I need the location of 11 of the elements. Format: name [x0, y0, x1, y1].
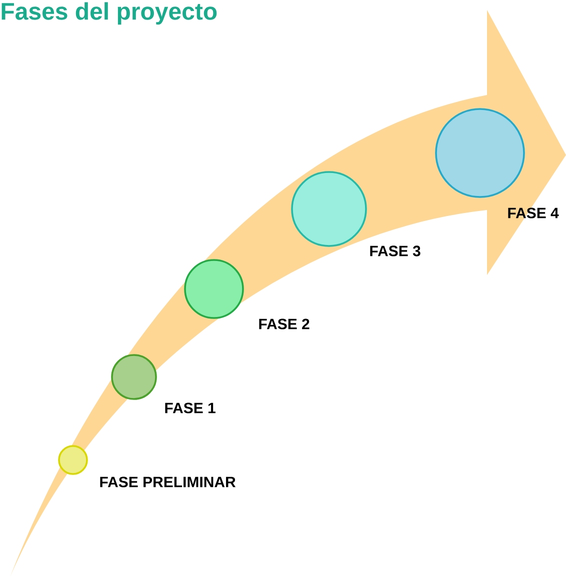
phase-label: FASE PRELIMINAR [100, 476, 236, 488]
phase-circle [111, 354, 157, 400]
phase-circle [435, 108, 525, 198]
phase-label: FASE 1 [165, 402, 216, 414]
phase-circle [184, 259, 244, 319]
phase-circle [291, 171, 367, 247]
phase-circle [58, 445, 88, 475]
phase-label: FASE 2 [259, 318, 310, 330]
title: Fases del proyecto [2, 2, 217, 25]
phase-label: FASE 3 [370, 246, 420, 256]
phase-label: FASE 4 [508, 208, 559, 218]
